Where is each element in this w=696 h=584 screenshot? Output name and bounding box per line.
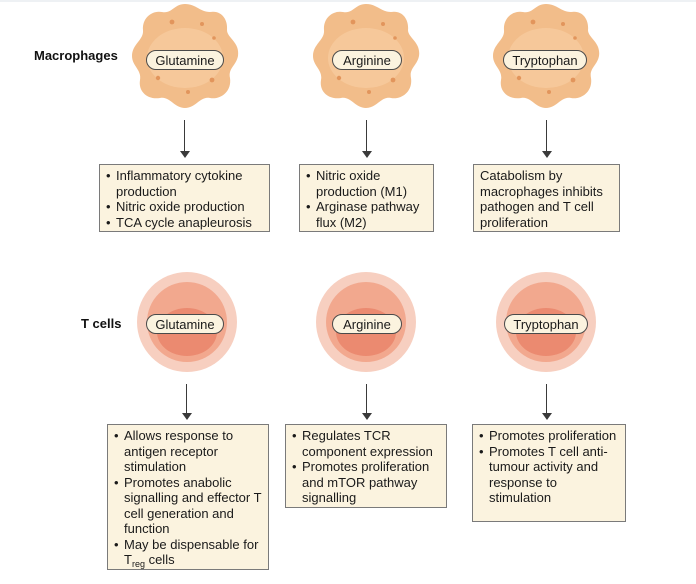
nutrient-label-tryptophan: Tryptophan [503,50,587,70]
arrow-down-5 [362,384,372,420]
effect-bullet-treg: May be dispensable for Treg cells [114,537,262,569]
macrophage-glutamine-effects-box: Inflammatory cytokine production Nitric … [99,164,270,232]
effect-bullet: Regulates TCR component expression [292,428,440,459]
effect-bullet: Inflammatory cytokine production [106,168,263,199]
top-border-line [0,0,696,2]
row-label-t-cells: T cells [81,316,122,331]
arrow-down-2 [362,120,372,158]
arrow-down-6 [542,384,552,420]
macrophage-tryptophan-effects-box: Catabolism by macrophages inhibits patho… [473,164,620,232]
t-cell-arginine-effects-box: Regulates TCR component expression Promo… [285,424,447,508]
macrophage-arginine-effects-box: Nitric oxide production (M1) Arginase pa… [299,164,434,232]
arrow-down-3 [542,120,552,158]
arrow-down-4 [182,384,192,420]
nutrient-label-arginine: Arginine [332,314,402,334]
effect-bullet: Nitric oxide production (M1) [306,168,427,199]
effect-text: Catabolism by macrophages inhibits patho… [480,168,603,230]
effect-bullet: Arginase pathway flux (M2) [306,199,427,230]
effect-bullet: Promotes proliferation [479,428,619,444]
nutrient-label-arginine: Arginine [332,50,402,70]
effect-bullet: Promotes T cell anti-tumour activity and… [479,444,619,506]
effect-bullet: Allows response to antigen receptor stim… [114,428,262,475]
effect-bullet: Nitric oxide production [106,199,263,215]
t-cell-glutamine-effects-box: Allows response to antigen receptor stim… [107,424,269,570]
effect-bullet: Promotes anabolic signalling and effecto… [114,475,262,537]
arrow-down-1 [180,120,190,158]
effect-bullet: Promotes proliferation and mTOR pathway … [292,459,440,506]
nutrient-label-tryptophan: Tryptophan [504,314,588,334]
effect-bullet: TCA cycle anapleurosis [106,215,263,231]
row-label-macrophages: Macrophages [34,48,118,63]
t-cell-tryptophan-effects-box: Promotes proliferation Promotes T cell a… [472,424,626,522]
nutrient-label-glutamine: Glutamine [146,314,224,334]
nutrient-label-glutamine: Glutamine [146,50,224,70]
